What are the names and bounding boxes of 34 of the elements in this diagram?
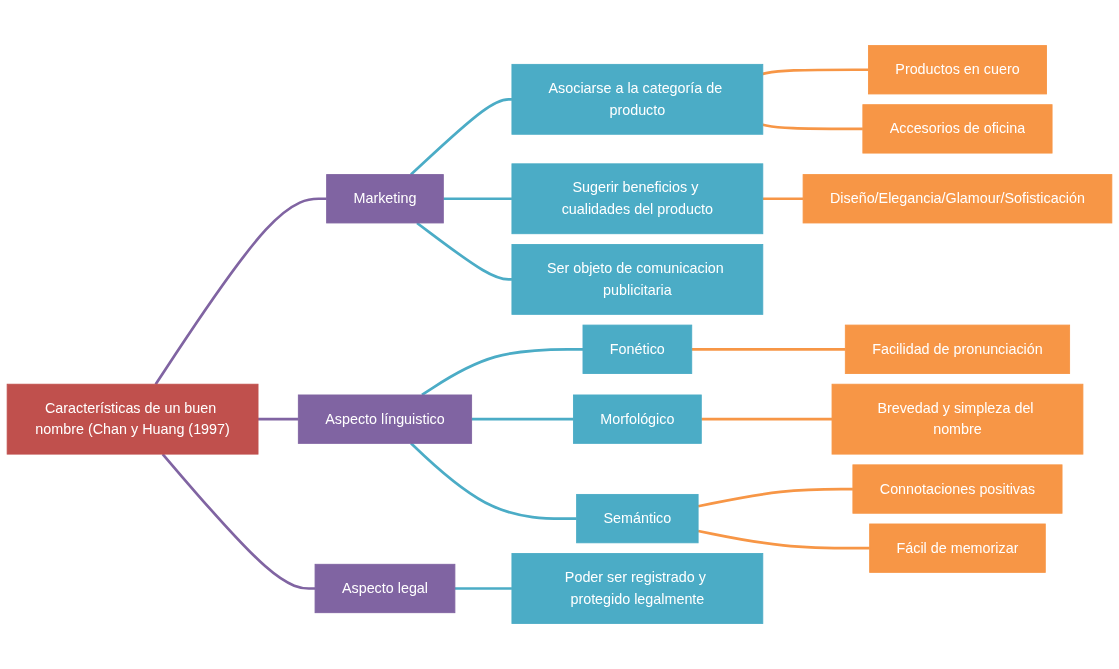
node-box: Fácil de memorizar	[869, 523, 1046, 573]
connector	[697, 487, 853, 508]
node-box: Diseño/Elegancia/Glamour/Sofisticación	[802, 174, 1113, 224]
connector	[697, 529, 870, 550]
connector	[443, 197, 512, 201]
node-box: Marketing	[326, 174, 444, 224]
node-box: Fonético	[582, 324, 693, 374]
node-box: Semántico	[576, 493, 699, 544]
connector	[410, 97, 512, 176]
node-box: Aspecto línguistico	[297, 394, 473, 444]
node-box: Sugerir beneficios y cualidades del producto	[511, 163, 764, 235]
node-box: Accesorios de oficina	[862, 104, 1053, 154]
connector	[471, 417, 574, 421]
connector	[154, 197, 327, 385]
connector	[258, 417, 299, 421]
node-box: Productos en cuero	[868, 45, 1047, 95]
connector	[410, 442, 577, 520]
node-box: Asociarse a la categoría de producto	[511, 63, 764, 135]
connector	[161, 453, 316, 590]
connector	[416, 221, 512, 281]
connector	[762, 197, 804, 201]
connector	[454, 587, 512, 590]
node-box: Brevedad y simpleza del nombre	[831, 383, 1084, 455]
connector	[762, 123, 863, 131]
connector	[762, 68, 869, 76]
node-box: Facilidad de pronunciación	[844, 324, 1071, 374]
connector	[701, 417, 833, 421]
node-box: Aspecto legal	[314, 563, 456, 614]
node-box: Poder ser registrado y protegido legalmente	[511, 553, 764, 624]
node-box: Ser objeto de comunicacion publicitaria	[511, 244, 764, 315]
node-box: Características de un buen nombre (Chan y Huang (1997)	[6, 383, 259, 455]
node-box: Morfológico	[573, 394, 702, 444]
node-box: Connotaciones positivas	[852, 464, 1063, 514]
connector	[691, 347, 846, 351]
